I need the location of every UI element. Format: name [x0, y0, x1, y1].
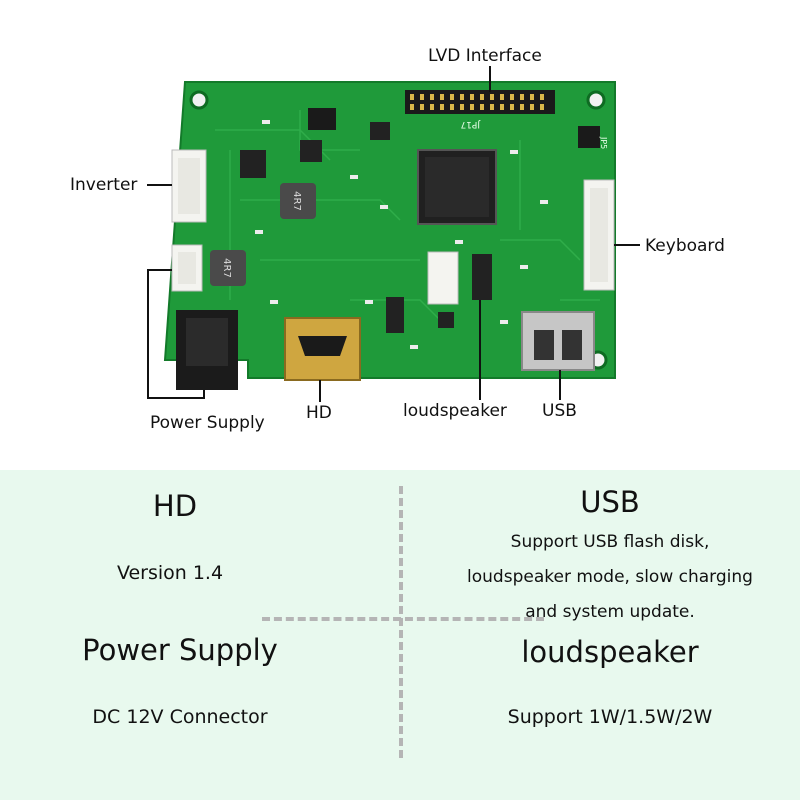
- svg-text:4R7: 4R7: [291, 191, 302, 211]
- usb-port: [521, 311, 595, 371]
- power-header-connector: [171, 244, 203, 292]
- usb-desc-line: and system update.: [525, 602, 695, 622]
- small-ic: [438, 312, 454, 328]
- board-photo-area: JP17 4R7 4R7: [70, 46, 725, 433]
- inductor: 4R7: [210, 250, 246, 286]
- vertical-divider: [399, 486, 403, 758]
- callout-loudspeaker: loudspeaker: [403, 401, 507, 421]
- hd-title: HD: [152, 489, 198, 523]
- svg-text:JP5: JP5: [599, 136, 608, 149]
- inverter-connector: [171, 149, 207, 223]
- callout-inverter: Inverter: [70, 175, 138, 195]
- callout-lvd-interface: LVD Interface: [428, 46, 542, 66]
- hdmi-port: [284, 317, 361, 381]
- usb-desc-line: loudspeaker mode, slow charging: [467, 567, 753, 587]
- inductor: 4R7: [280, 183, 316, 219]
- horizontal-divider: [262, 617, 544, 621]
- callout-usb: USB: [542, 401, 577, 421]
- callout-power-supply: Power Supply: [150, 413, 265, 433]
- lcd-controller-board-image: JP17 4R7 4R7: [147, 66, 640, 402]
- loudspeaker-text: Support 1W/1.5W/2W: [507, 706, 713, 728]
- speaker-connector: [427, 251, 459, 305]
- power-supply-text: DC 12V Connector: [92, 706, 268, 728]
- svg-text:4R7: 4R7: [221, 258, 232, 278]
- lvds-pin-header: JP17: [405, 90, 555, 129]
- small-ic: [370, 122, 390, 140]
- callout-keyboard: Keyboard: [645, 236, 725, 256]
- small-ic: [300, 140, 322, 162]
- loudspeaker-title: loudspeaker: [521, 635, 699, 669]
- main-processor-chip: [417, 149, 497, 225]
- power-supply-title: Power Supply: [82, 633, 278, 667]
- jp5-header: JP5: [578, 126, 608, 149]
- callout-lines: [147, 66, 640, 402]
- usb-description: Support USB flash disk, loudspeaker mode…: [430, 525, 790, 630]
- dc-jack: [176, 310, 238, 390]
- pin-header: [386, 297, 404, 333]
- usb-title: USB: [580, 485, 640, 519]
- svg-text:JP17: JP17: [460, 119, 481, 129]
- regulator: [240, 150, 266, 178]
- callout-hd: HD: [306, 403, 332, 423]
- jumper-header: [308, 108, 336, 130]
- hd-version: Version 1.4: [116, 562, 224, 584]
- keyboard-connector: [583, 179, 615, 291]
- usb-desc-line: Support USB flash disk,: [510, 532, 710, 552]
- audio-amp-ic: [472, 254, 492, 300]
- smd-components: [255, 120, 548, 349]
